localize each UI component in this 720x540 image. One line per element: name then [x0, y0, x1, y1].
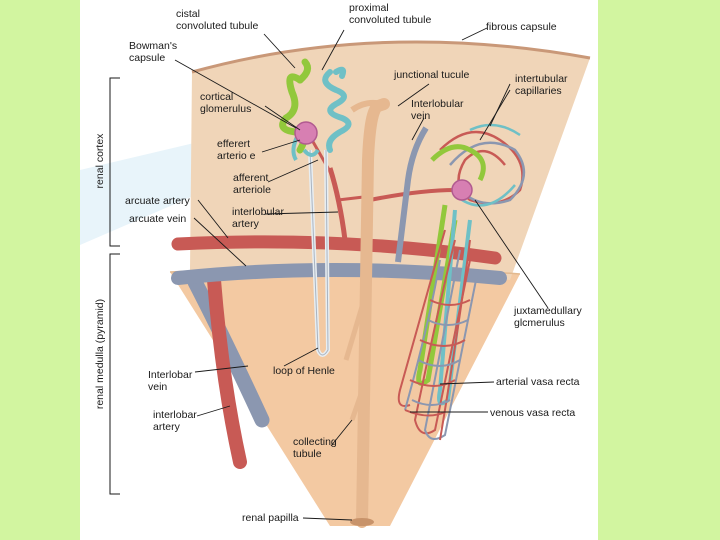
- interlobar-artery-vessel: [207, 273, 247, 469]
- cortical-glomerulus-node: [294, 121, 318, 145]
- label-afferent-arteriole: afferent arteriole: [233, 172, 271, 196]
- label-collecting-tubule: collecting tubule: [293, 436, 337, 460]
- label-arterial-vasa-recta: arterial vasa recta: [496, 376, 580, 388]
- label-distal-convoluted-tubule: cistal convoluted tubule: [176, 8, 259, 32]
- interlobular-vein-vessel: [395, 126, 429, 263]
- vasa-recta-network: [397, 229, 479, 441]
- label-cortical-glomerulus: cortical glomerulus: [200, 91, 252, 115]
- right-side-panel: [598, 0, 720, 540]
- renal-papilla-opening: [350, 518, 374, 526]
- label-fibrous-capsule: fibrous capsule: [486, 21, 557, 33]
- label-interlobular-vein: Interlobular vein: [411, 98, 464, 122]
- label-junctional-tubule: junctional tucule: [394, 69, 470, 81]
- fibrous-capsule-edge: [191, 40, 591, 74]
- label-renal-cortex: renal cortex: [94, 133, 106, 189]
- artery-branch: [369, 188, 456, 202]
- label-renal-papilla: renal papilla: [242, 512, 299, 524]
- label-arcuate-artery: arcuate artery: [125, 195, 190, 207]
- label-juxtamedullary-glomerulus: juxtamedullary glcmerulus: [514, 305, 582, 329]
- juxtamedullary-loop-green: [416, 204, 458, 386]
- label-arcuate-vein: arcuate vein: [129, 213, 187, 225]
- label-proximal-convoluted-tubule: proximal convoluted tubule: [349, 2, 432, 26]
- renal-cortex-region: [190, 41, 590, 280]
- proximal-tubule-vessel: [322, 66, 352, 153]
- renal-medulla-bracket: [109, 253, 120, 495]
- collecting-tubule-branches: [343, 299, 369, 421]
- label-bowmans-capsule: Bowman's capsule: [129, 40, 178, 64]
- loop-of-henle-outline: [309, 149, 329, 356]
- distal-tubule-top: [296, 58, 312, 84]
- label-interlobar-artery: interlobar artery: [153, 409, 197, 433]
- junctional-tubule-vessel: [350, 99, 383, 113]
- intertubular-capillary-network: [430, 123, 525, 207]
- label-interlobar-vein: Interlobar vein: [148, 369, 193, 393]
- juxtamedullary-glomerulus-node: [451, 179, 473, 201]
- renal-medulla-region: [170, 267, 520, 526]
- label-interlobular-artery: interlobular artery: [232, 206, 284, 230]
- leader-lines: [174, 27, 549, 521]
- label-loop-of-henle: loop of Henle: [273, 365, 335, 377]
- label-renal-medulla: renal medulla (pyramid): [94, 298, 106, 410]
- label-venous-vasa-recta: venous vasa recta: [490, 407, 576, 419]
- label-efferent-arteriole: efferert arterio e: [217, 138, 256, 162]
- label-intertubular-capillaries: intertubular capillaries: [515, 73, 568, 97]
- renal-cortex-bracket: [109, 77, 120, 247]
- left-side-panel: [0, 0, 80, 540]
